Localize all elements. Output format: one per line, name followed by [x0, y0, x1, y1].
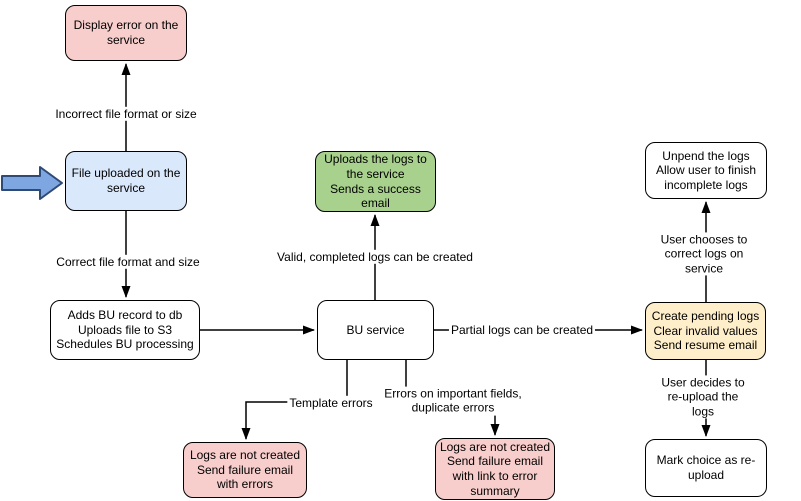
edge-label-correct-format: Correct file format and size: [54, 254, 202, 270]
edge-label-important-errors: Errors on important fields, duplicate er…: [382, 386, 524, 416]
node-mark-reupload: Mark choice as re- upload: [645, 439, 767, 497]
edge-label-incorrect-format: Incorrect file format or size: [53, 106, 199, 122]
node-failure-summary: Logs are not created Send failure email …: [435, 438, 555, 500]
node-display-error: Display error on the service: [65, 5, 187, 61]
node-failure-errors: Logs are not created Send failure email …: [183, 442, 307, 498]
edge-label-valid-logs: Valid, completed logs can be created: [275, 249, 475, 265]
edge-label-user-corrects: User chooses to correct logs on service: [655, 232, 753, 276]
edge-label-partial-logs: Partial logs can be created: [448, 322, 596, 338]
input-block-arrow-icon: [1, 166, 63, 200]
node-create-pending: Create pending logs Clear invalid values…: [645, 302, 766, 360]
node-adds-bu-record: Adds BU record to db Uploads file to S3 …: [50, 300, 200, 360]
node-upload-success: Uploads the logs to the service Sends a …: [315, 151, 436, 212]
node-file-uploaded: File uploaded on the service: [65, 151, 187, 211]
node-bu-service: BU service: [317, 300, 434, 360]
edge-label-user-reuploads: User decides to re-upload the logs: [654, 375, 752, 419]
node-unpend-logs: Unpend the logs Allow user to finish inc…: [645, 142, 767, 199]
edge-label-template-errors: Template errors: [287, 395, 375, 411]
